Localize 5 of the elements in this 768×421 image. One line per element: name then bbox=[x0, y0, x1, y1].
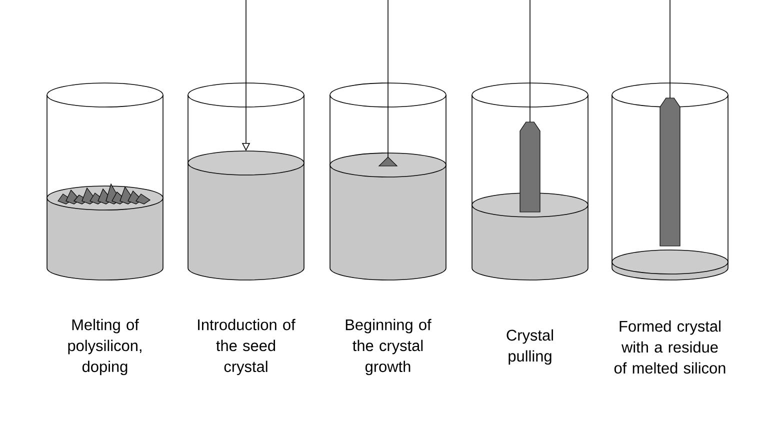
step-label: Melting of polysilicon, doping bbox=[68, 318, 142, 376]
step-label: Introduction of the seed crystal bbox=[198, 318, 296, 376]
step-label: Beginning of the crystal growth bbox=[346, 318, 432, 376]
step-label: Formed crystal with a residue of melted silicon bbox=[614, 320, 726, 374]
step-label: Crystal pulling bbox=[506, 329, 553, 365]
